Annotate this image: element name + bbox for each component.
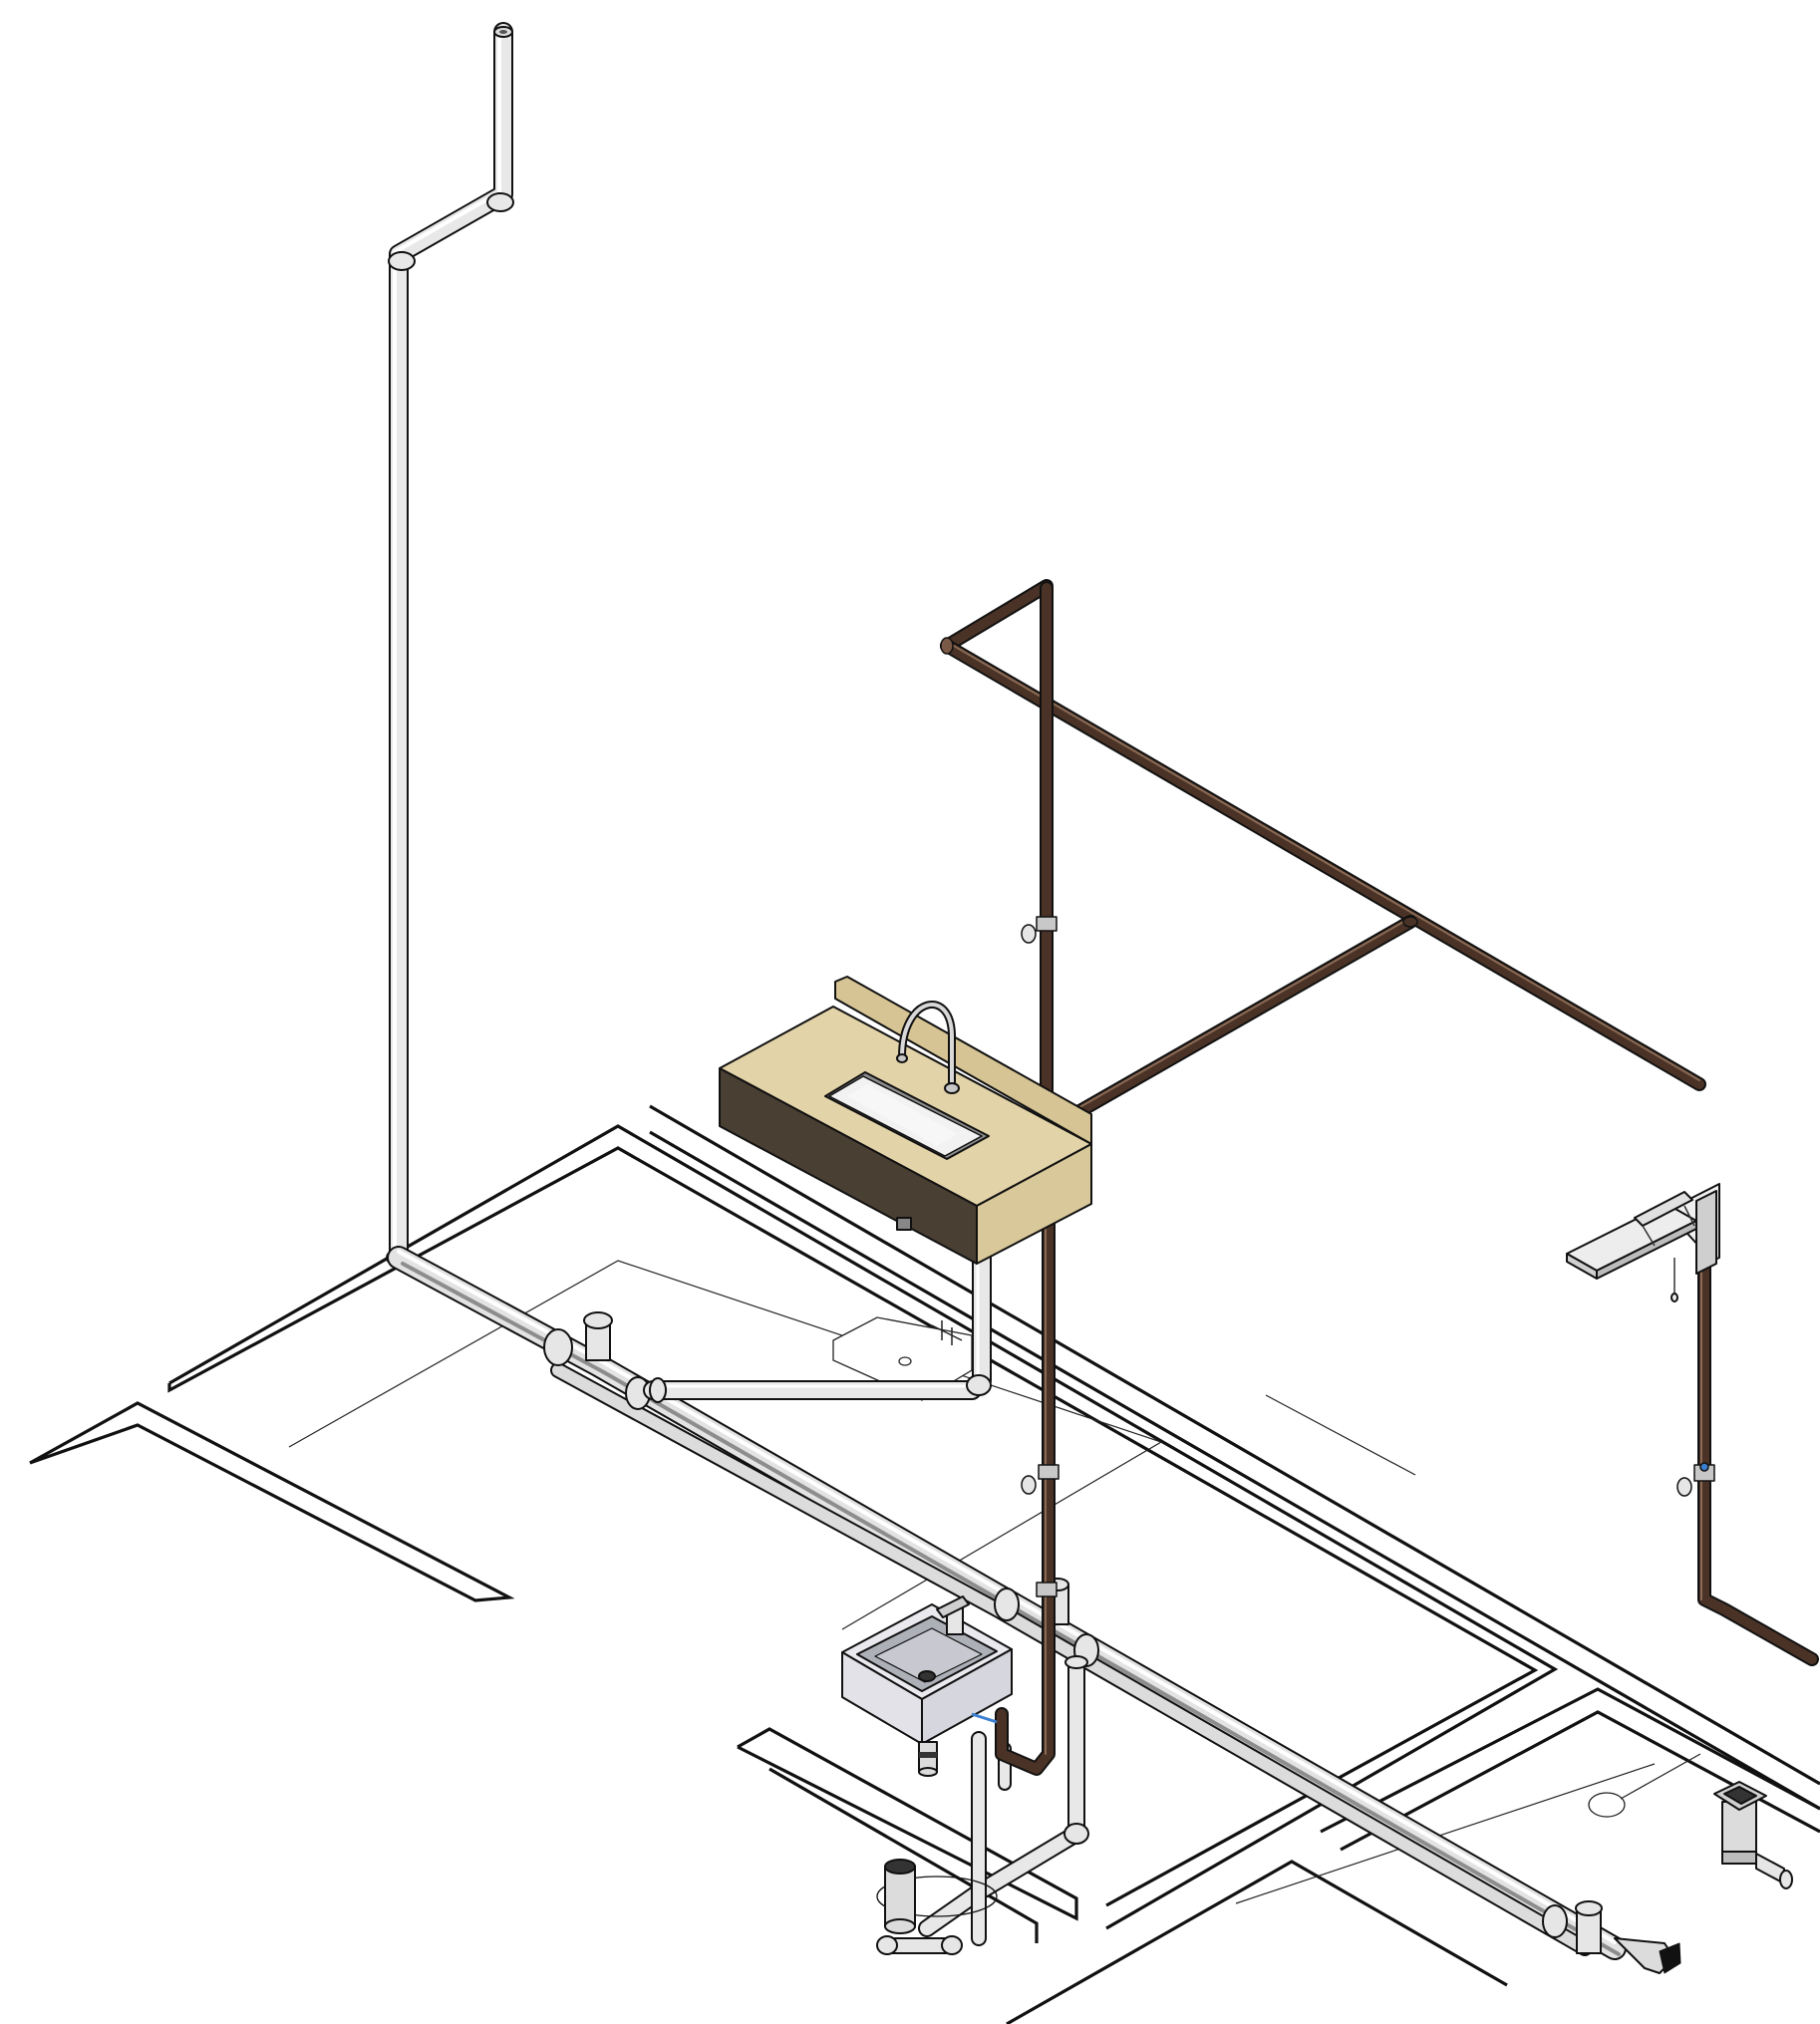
sewer-main	[387, 1246, 1681, 1974]
wall-fixture-right	[1566, 1183, 1720, 1302]
floor-plan-thin-line-3	[1265, 1394, 1416, 1476]
wall-line-bottom-left	[737, 1727, 1078, 1921]
wall-line-bottom-left-2	[768, 1767, 1039, 1943]
vent-stack	[386, 22, 514, 1267]
sink-drain	[643, 1248, 992, 1403]
wall-line-main-room-inner	[167, 1146, 1539, 1907]
cold-water-main	[940, 579, 1706, 1136]
wall-line-right-room	[1320, 1687, 1820, 1834]
wall-line-corridor-bottom	[649, 1130, 1820, 1811]
wall-riser-right	[1676, 1239, 1819, 1666]
floor-box-right	[1713, 1781, 1793, 1889]
laundry-tank	[841, 1595, 1013, 1777]
tank-drain	[918, 1578, 1089, 1946]
wall-line-bottom-right	[1006, 1860, 1508, 2024]
inspection-box	[876, 1859, 998, 1955]
kitchen-countertop	[719, 976, 1092, 1265]
wall-line-corridor-top	[649, 1104, 1820, 1786]
floor-drain-right	[1588, 1753, 1701, 1818]
cold-water-riser	[995, 581, 1060, 1776]
wall-line-left-room	[29, 1401, 515, 1602]
floor-plan-thin-line-2	[1235, 1763, 1656, 1904]
